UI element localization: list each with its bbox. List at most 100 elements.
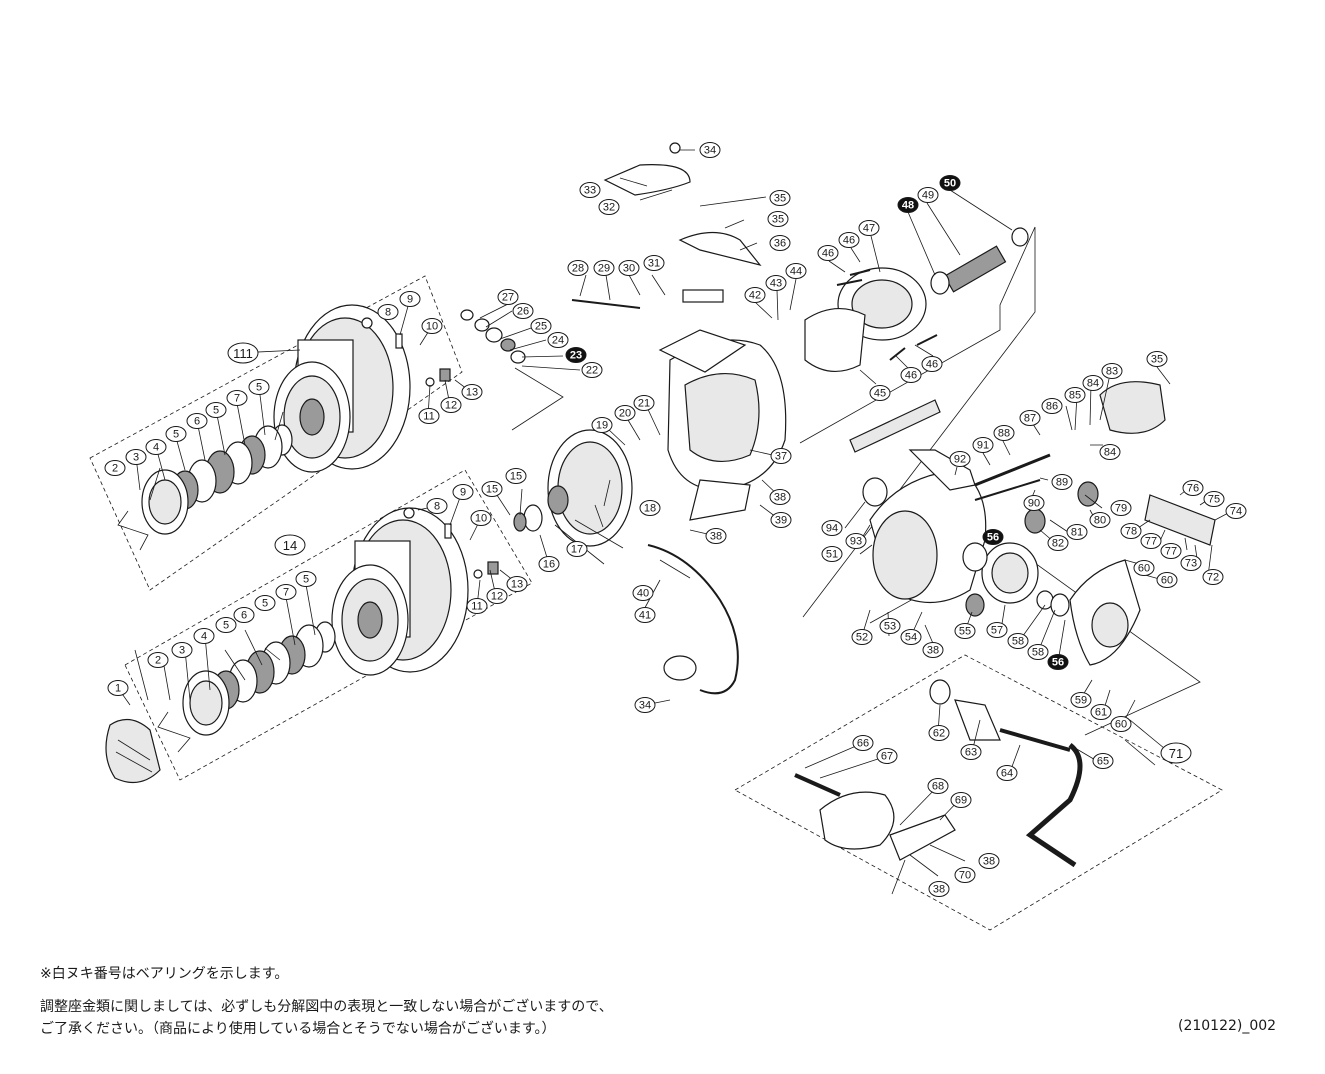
svg-text:52: 52 xyxy=(856,632,868,644)
part-number-11: 11 xyxy=(466,598,488,614)
part-number-9: 9 xyxy=(399,291,421,307)
part-number-49: 49 xyxy=(917,187,939,203)
svg-text:58: 58 xyxy=(1032,647,1044,659)
svg-text:5: 5 xyxy=(256,382,262,394)
part-number-111: 111 xyxy=(227,342,259,364)
part-number-26: 26 xyxy=(512,303,534,319)
svg-text:45: 45 xyxy=(874,388,886,400)
part-number-44: 44 xyxy=(785,263,807,279)
part-number-43: 43 xyxy=(765,275,787,291)
svg-text:30: 30 xyxy=(623,263,635,275)
part-number-86: 86 xyxy=(1041,398,1063,414)
part-number-84: 84 xyxy=(1099,444,1121,460)
svg-text:23: 23 xyxy=(570,350,582,362)
svg-text:9: 9 xyxy=(460,487,466,499)
part-number-5: 5 xyxy=(248,379,270,395)
part-number-89: 89 xyxy=(1051,474,1073,490)
part-number-6: 6 xyxy=(233,607,255,623)
side-plate-frame xyxy=(799,226,1036,618)
part-number-78: 78 xyxy=(1120,523,1142,539)
svg-text:46: 46 xyxy=(843,235,855,247)
part-number-27: 27 xyxy=(497,289,519,305)
part-number-41: 41 xyxy=(634,607,656,623)
part-number-64: 64 xyxy=(996,765,1018,781)
svg-text:81: 81 xyxy=(1071,527,1083,539)
svg-text:51: 51 xyxy=(826,549,838,561)
svg-text:1: 1 xyxy=(115,683,121,695)
part-number-28: 28 xyxy=(567,260,589,276)
part-number-6: 6 xyxy=(186,413,208,429)
part-number-93: 93 xyxy=(845,533,867,549)
svg-text:25: 25 xyxy=(535,321,547,333)
part-number-66: 66 xyxy=(852,735,874,751)
part-number-13: 13 xyxy=(506,576,528,592)
part-number-16: 16 xyxy=(538,556,560,572)
svg-text:5: 5 xyxy=(223,620,229,632)
part-number-59: 59 xyxy=(1070,692,1092,708)
svg-text:5: 5 xyxy=(213,405,219,417)
part-number-53: 53 xyxy=(879,618,901,634)
svg-text:69: 69 xyxy=(955,795,967,807)
svg-text:38: 38 xyxy=(710,531,722,543)
svg-text:2: 2 xyxy=(155,655,161,667)
part-number-63: 63 xyxy=(960,744,982,760)
part-number-77: 77 xyxy=(1140,533,1162,549)
svg-text:85: 85 xyxy=(1069,390,1081,402)
part-number-34: 34 xyxy=(634,697,656,713)
svg-text:2: 2 xyxy=(112,463,118,475)
part-number-46: 46 xyxy=(921,356,943,372)
part-number-72: 72 xyxy=(1202,569,1224,585)
part-number-18: 18 xyxy=(639,500,661,516)
svg-text:60: 60 xyxy=(1161,575,1173,587)
part-number-50: 50 xyxy=(939,175,961,191)
svg-text:11: 11 xyxy=(423,411,434,423)
svg-text:32: 32 xyxy=(603,202,615,214)
svg-text:42: 42 xyxy=(749,290,761,302)
svg-text:21: 21 xyxy=(638,398,650,410)
svg-text:62: 62 xyxy=(933,728,945,740)
svg-text:11: 11 xyxy=(471,601,482,613)
part-number-5: 5 xyxy=(215,617,237,633)
svg-text:17: 17 xyxy=(571,544,583,556)
svg-text:84: 84 xyxy=(1087,378,1099,390)
part-number-73: 73 xyxy=(1180,555,1202,571)
svg-text:70: 70 xyxy=(959,870,971,882)
svg-text:29: 29 xyxy=(598,263,610,275)
svg-text:8: 8 xyxy=(385,307,391,319)
part-number-70: 70 xyxy=(954,867,976,883)
svg-text:61: 61 xyxy=(1095,707,1107,719)
svg-text:4: 4 xyxy=(201,631,207,643)
part-number-14: 14 xyxy=(274,534,306,556)
part-number-38: 38 xyxy=(978,853,1000,869)
part-number-57: 57 xyxy=(986,622,1008,638)
svg-text:3: 3 xyxy=(133,452,139,464)
part-number-91: 91 xyxy=(972,437,994,453)
svg-text:38: 38 xyxy=(774,492,786,504)
svg-text:84: 84 xyxy=(1104,447,1116,459)
svg-text:24: 24 xyxy=(552,335,564,347)
svg-text:78: 78 xyxy=(1125,526,1137,538)
part-number-31: 31 xyxy=(643,255,665,271)
part-number-15: 15 xyxy=(505,468,527,484)
part-number-5: 5 xyxy=(295,571,317,587)
part-number-69: 69 xyxy=(950,792,972,808)
part-number-46: 46 xyxy=(900,367,922,383)
svg-text:87: 87 xyxy=(1024,413,1036,425)
svg-text:22: 22 xyxy=(586,365,598,377)
part-number-83: 83 xyxy=(1101,363,1123,379)
svg-text:77: 77 xyxy=(1165,546,1177,558)
handle-71-frame xyxy=(734,654,1223,931)
part-number-75: 75 xyxy=(1203,491,1225,507)
svg-text:111: 111 xyxy=(233,346,253,361)
part-number-15: 15 xyxy=(481,481,503,497)
svg-text:48: 48 xyxy=(902,200,914,212)
svg-text:80: 80 xyxy=(1094,515,1106,527)
part-number-38: 38 xyxy=(928,881,950,897)
part-number-36: 36 xyxy=(769,235,791,251)
part-number-3: 3 xyxy=(171,642,193,658)
svg-text:86: 86 xyxy=(1046,401,1058,413)
svg-text:65: 65 xyxy=(1097,756,1109,768)
part-number-5: 5 xyxy=(165,426,187,442)
part-number-9: 9 xyxy=(452,484,474,500)
